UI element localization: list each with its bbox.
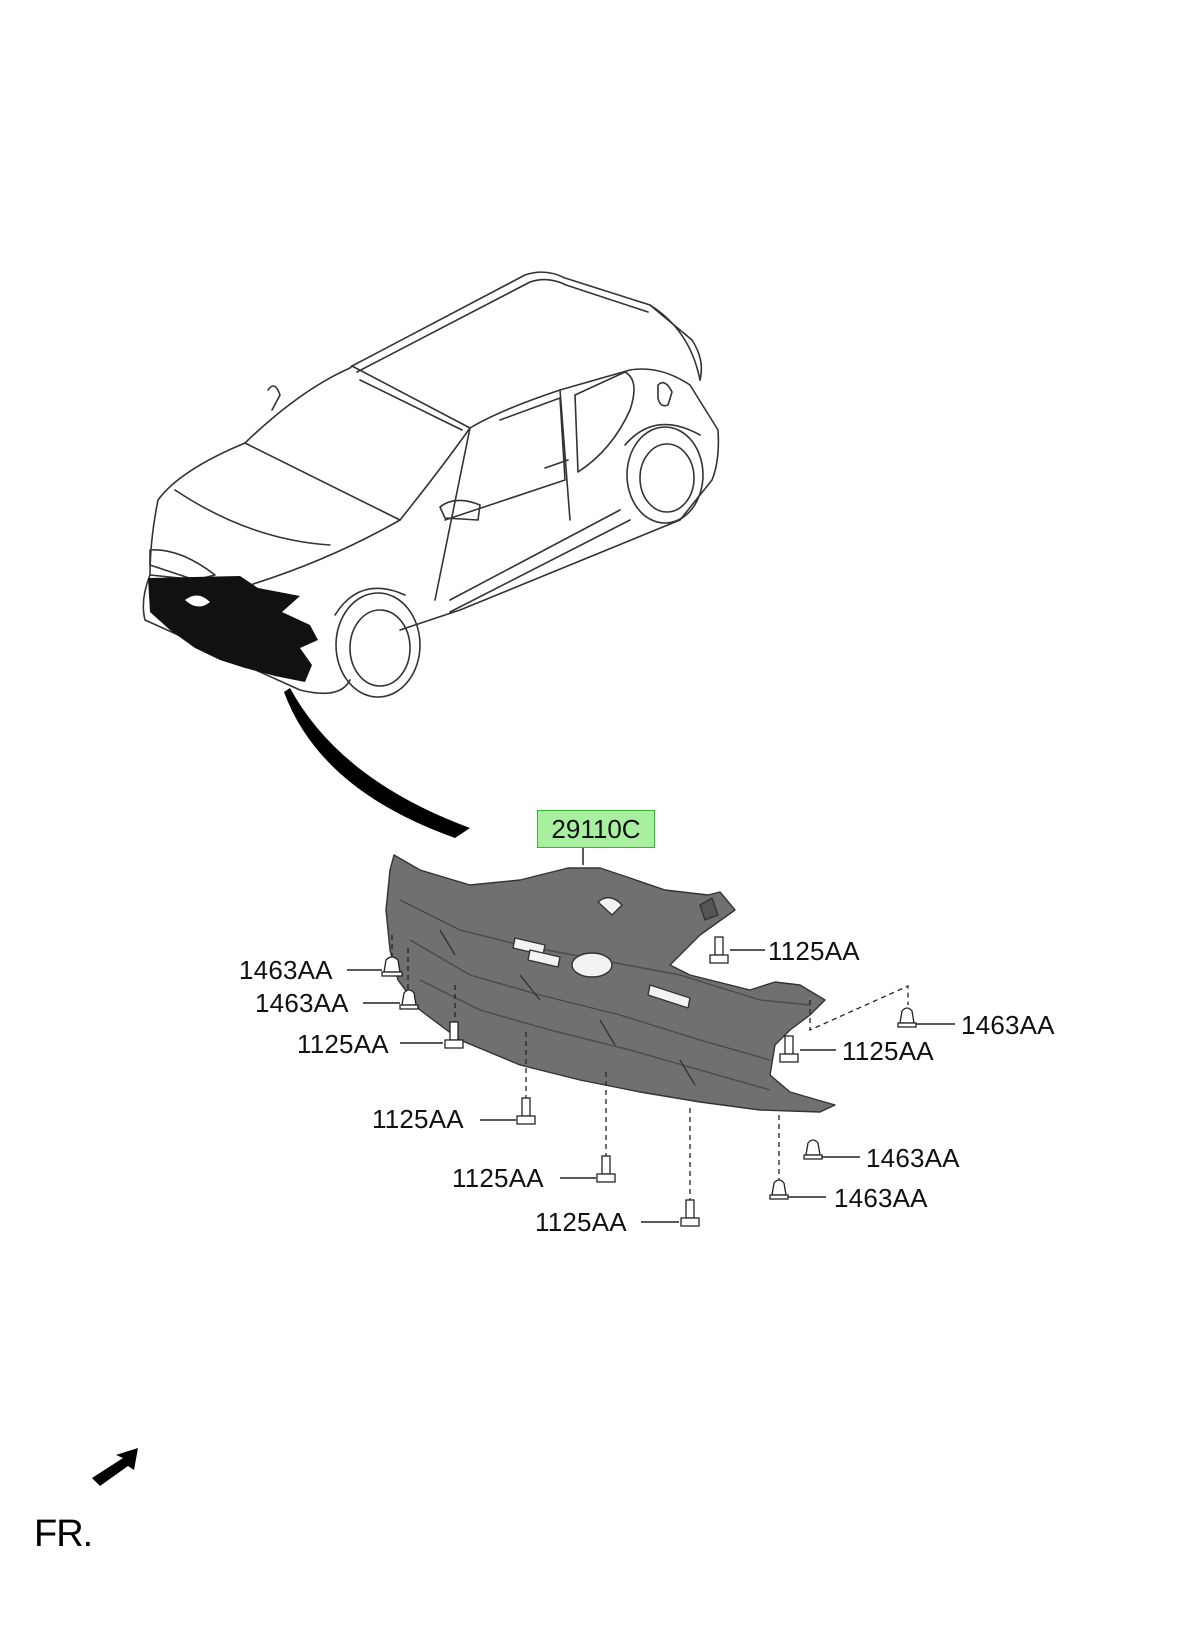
- callout-1125AA-left[interactable]: 1125AA: [297, 1029, 389, 1059]
- front-undercover-location-highlight: [148, 576, 318, 682]
- main-part-number-29110C[interactable]: 29110C: [537, 810, 655, 848]
- bolt-icon: [779, 1035, 799, 1063]
- car-illustration: [142, 271, 720, 698]
- clip-icon: [399, 989, 419, 1010]
- clip-icon: [897, 1007, 917, 1028]
- bolt-icon: [709, 936, 729, 964]
- undercover-part: [385, 854, 836, 1113]
- callout-1125AA-center-left[interactable]: 1125AA: [372, 1104, 464, 1134]
- zoom-leader-curve: [284, 688, 470, 838]
- clip-icon: [769, 1179, 789, 1200]
- bolt-icon: [680, 1199, 700, 1227]
- callout-1125AA-center[interactable]: 1125AA: [452, 1163, 544, 1193]
- callout-1463AA-right-bottom[interactable]: 1463AA: [834, 1183, 928, 1213]
- bolt-icon: [596, 1155, 616, 1183]
- front-direction-arrow-icon: [92, 1448, 138, 1486]
- fasteners: [347, 935, 955, 1227]
- callout-1125AA-upper-right[interactable]: 1125AA: [768, 936, 860, 966]
- callout-1463AA-left-mid[interactable]: 1463AA: [255, 988, 349, 1018]
- bolt-icon: [516, 1097, 536, 1125]
- callout-1463AA-right-far[interactable]: 1463AA: [961, 1010, 1055, 1040]
- callout-1463AA-right-lower[interactable]: 1463AA: [866, 1143, 960, 1173]
- callout-1125AA-right-mid[interactable]: 1125AA: [842, 1036, 934, 1066]
- callout-1463AA-left-upper[interactable]: 1463AA: [239, 955, 333, 985]
- clip-icon: [381, 956, 403, 977]
- bolt-icon: [444, 1021, 464, 1049]
- clip-icon: [803, 1139, 823, 1160]
- front-direction-label: FR.: [34, 1513, 93, 1555]
- callout-1125AA-bottom[interactable]: 1125AA: [535, 1207, 627, 1237]
